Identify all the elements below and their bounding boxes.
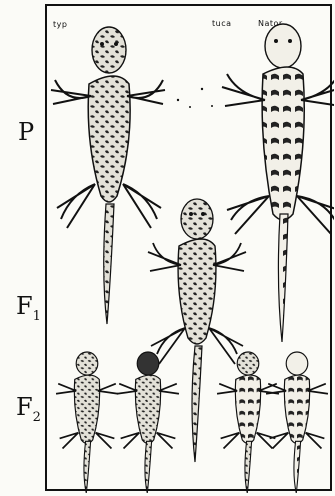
salamander-f2-3 bbox=[217, 352, 279, 493]
generation-f2-sub: 2 bbox=[33, 410, 41, 425]
print-specks bbox=[177, 88, 213, 108]
generation-f2-base: F bbox=[16, 393, 33, 421]
salamander-f1 bbox=[148, 199, 246, 462]
generation-f1-base: F bbox=[16, 292, 33, 320]
salamander-p-right bbox=[222, 24, 334, 342]
figure-panel: typ tuca Nator bbox=[45, 4, 332, 491]
generation-label-f1: F1 bbox=[16, 294, 41, 323]
generation-label-p: P bbox=[18, 120, 34, 144]
salamander-f2-1 bbox=[56, 352, 118, 493]
generation-label-f2: F2 bbox=[16, 395, 41, 424]
salamander-illustration bbox=[47, 6, 334, 493]
salamander-f2-2 bbox=[117, 352, 179, 493]
generation-p-text: P bbox=[18, 118, 34, 146]
salamander-p-left bbox=[51, 27, 165, 324]
generation-f1-sub: 1 bbox=[33, 309, 41, 324]
salamander-f2-4 bbox=[266, 352, 328, 493]
